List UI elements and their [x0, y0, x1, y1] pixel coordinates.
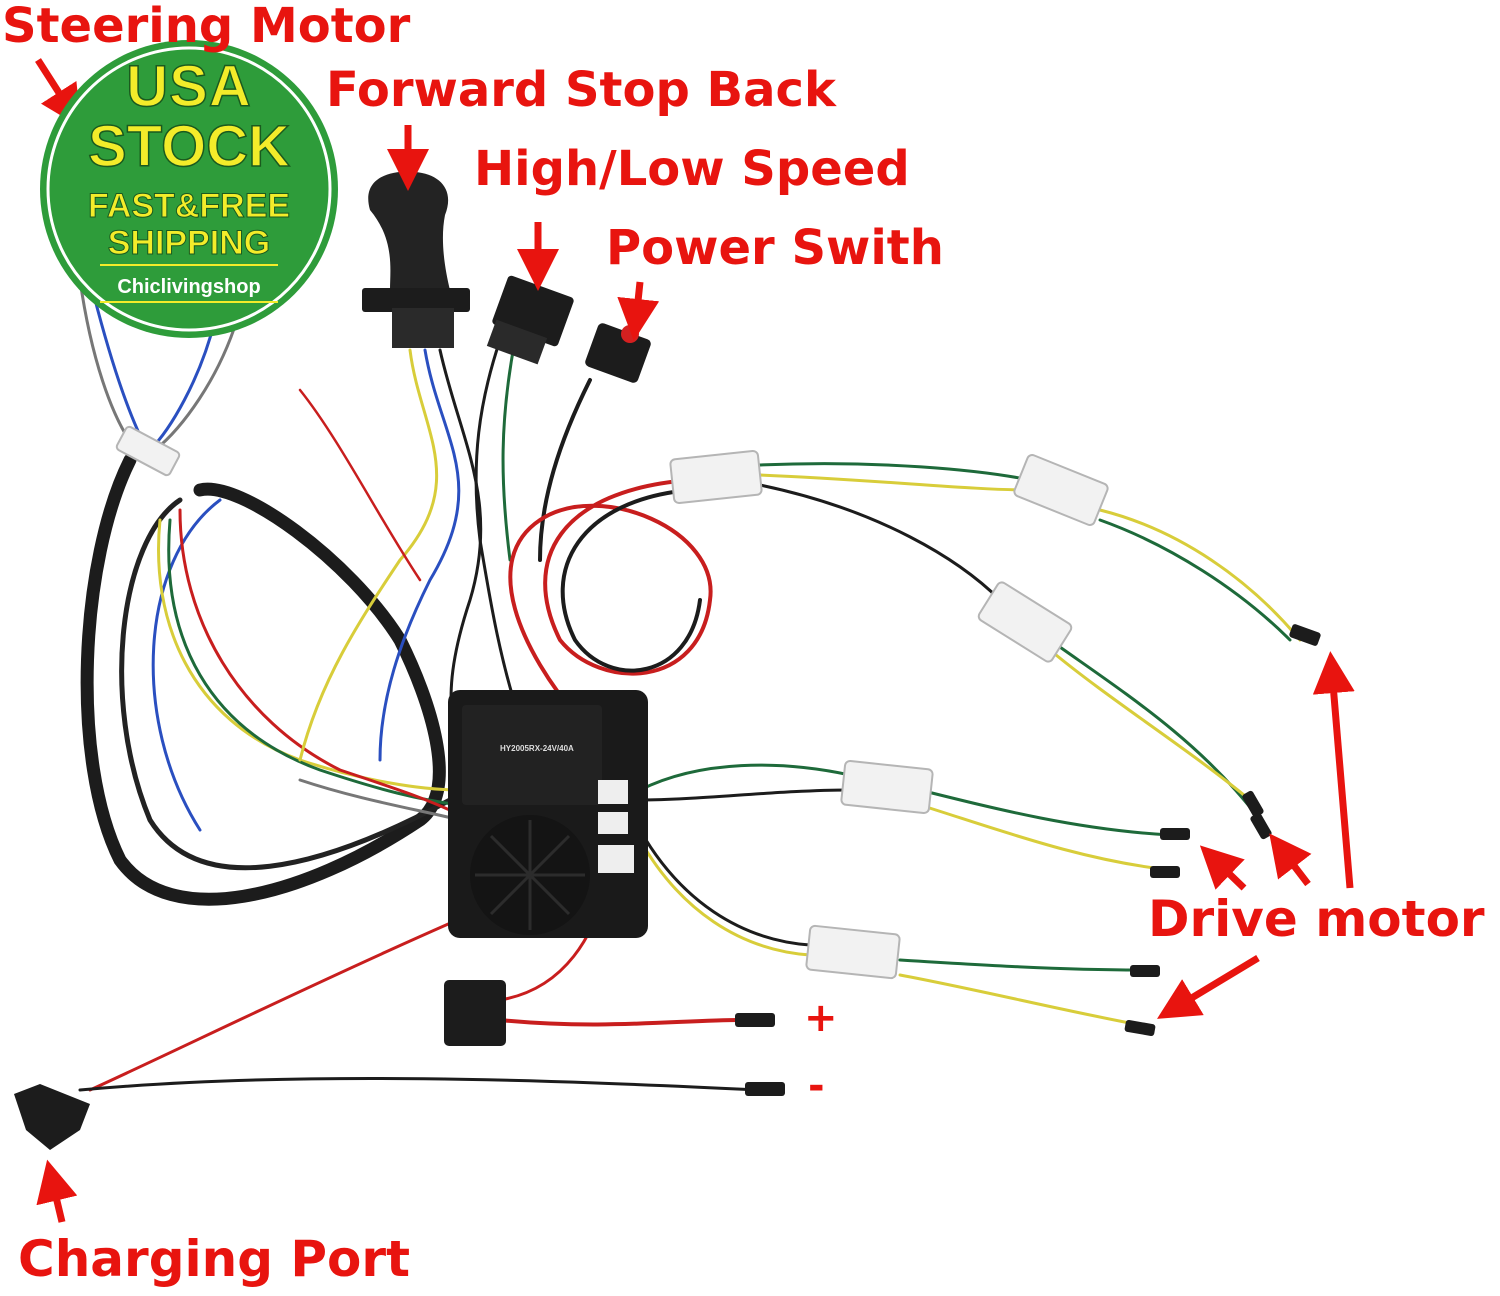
annotation-arrows [35, 58, 1355, 1223]
controller-model-label: HY2005RX-24V/40A [500, 744, 574, 753]
badge-stock-text: STOCK [87, 114, 290, 179]
positive-terminal-label: + [804, 995, 838, 1041]
main-harness [78, 278, 1302, 1092]
badge-fast-free-text: FAST&FREE [87, 187, 291, 225]
controller-box [448, 690, 648, 938]
badge-usa-text: USA [126, 54, 252, 119]
high-low-speed-switch [486, 275, 574, 365]
white-connectors [115, 425, 1109, 980]
charging-port-label: Charging Port [18, 1230, 410, 1288]
power-switch [585, 323, 651, 383]
charging-port [14, 1084, 90, 1150]
steering-motor-label: Steering Motor [2, 0, 411, 54]
wire-terminals [735, 624, 1321, 1096]
badge-shipping-text: SHIPPING [107, 224, 271, 262]
fuse-holder [444, 980, 506, 1046]
badge-shop-name: Chiclivingshop [117, 276, 261, 298]
drive-motor-label: Drive motor [1148, 890, 1485, 948]
power-switch-label: Power Swith [606, 220, 944, 276]
forward-stop-back-switch [362, 171, 470, 348]
forward-stop-back-label: Forward Stop Back [326, 62, 836, 118]
high-low-speed-label: High/Low Speed [474, 141, 910, 197]
negative-terminal-label: - [808, 1063, 825, 1109]
usa-stock-badge [40, 40, 338, 338]
